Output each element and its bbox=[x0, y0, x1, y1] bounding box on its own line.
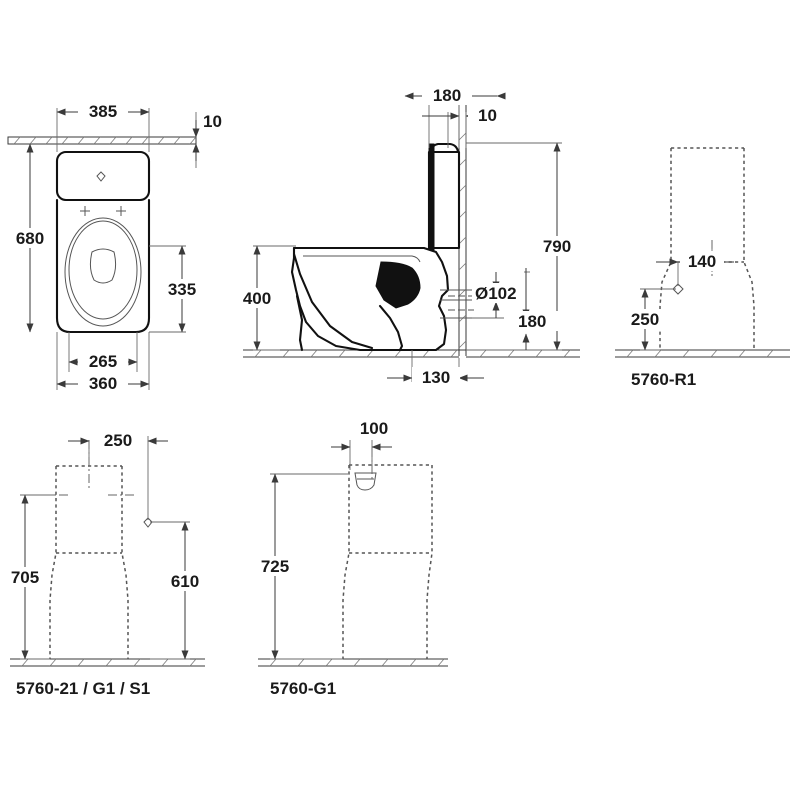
dim-label-r1-inlet-height: 250 bbox=[631, 310, 659, 329]
dim-r1-140: 140 bbox=[656, 251, 734, 271]
dim-r1-250: 250 bbox=[620, 288, 670, 351]
view-plan: 385 10 680 335 265 3 bbox=[5, 101, 222, 393]
dim-side-180-outlet: 180 bbox=[512, 268, 562, 350]
dim-plan-385: 385 bbox=[56, 101, 150, 121]
s1-outline-left bbox=[49, 466, 57, 659]
plan-cistern-outline bbox=[55, 150, 151, 202]
r1-inlet-fitting bbox=[672, 283, 684, 295]
g1-outline-left bbox=[342, 465, 350, 659]
side-bowl-inner-contour bbox=[292, 252, 374, 350]
dim-label-s1-inlet-height: 610 bbox=[171, 572, 199, 591]
dim-label-side-seat-height: 400 bbox=[243, 289, 271, 308]
dim-label-side-outlet-diameter: Ø102 bbox=[475, 284, 517, 303]
side-rim-inner bbox=[303, 255, 421, 263]
dim-label-side-outlet-offset: 130 bbox=[422, 368, 450, 387]
plan-cistern-fitting bbox=[96, 171, 106, 182]
side-cistern-back-wall bbox=[428, 143, 435, 251]
plan-hinge-marks bbox=[80, 206, 126, 216]
dim-plan-680: 680 bbox=[5, 143, 55, 333]
dim-label-s1-inlet-offset: 250 bbox=[104, 431, 132, 450]
dim-plan-265: 265 bbox=[68, 351, 138, 371]
model-label-21-g1-s1: 5760-21 / G1 / S1 bbox=[16, 679, 150, 698]
dim-label-plan-length-total: 680 bbox=[16, 229, 44, 248]
dim-label-plan-wall-gap: 10 bbox=[203, 112, 222, 131]
dim-side-10: 10 bbox=[422, 105, 502, 125]
dim-label-plan-width-tank: 385 bbox=[89, 102, 117, 121]
dim-label-plan-bowl-width: 265 bbox=[89, 352, 117, 371]
dim-g1-725: 725 bbox=[250, 473, 300, 660]
model-label-g1: 5760-G1 bbox=[270, 679, 336, 698]
dim-g1-100: 100 bbox=[331, 418, 398, 451]
dim-label-g1-total-height: 725 bbox=[261, 557, 289, 576]
view-front-g1: 100 725 5760-G1 bbox=[250, 418, 448, 698]
dim-label-side-total-height: 790 bbox=[543, 237, 571, 256]
side-outlet-lines bbox=[440, 289, 474, 319]
plan-bowl-opening bbox=[89, 248, 117, 284]
dim-s1-250: 250 bbox=[68, 430, 168, 450]
view-front-r1: 140 250 5760-R1 bbox=[615, 147, 790, 389]
dim-side-d102: Ø102 bbox=[472, 272, 536, 318]
dim-side-400: 400 bbox=[232, 245, 282, 351]
s1-inlet-fitting bbox=[143, 517, 153, 528]
dim-plan-360: 360 bbox=[56, 373, 150, 393]
dim-s1-610: 610 bbox=[160, 521, 210, 660]
dim-label-plan-base-width: 360 bbox=[89, 374, 117, 393]
g1-outline-right bbox=[426, 465, 433, 659]
model-label-r1: 5760-R1 bbox=[631, 370, 696, 389]
dim-plan-335: 335 bbox=[157, 245, 207, 333]
dim-label-side-tank-depth: 180 bbox=[433, 86, 461, 105]
dim-side-130: 130 bbox=[387, 367, 484, 387]
g1-flush-button-icon bbox=[354, 472, 377, 491]
dim-label-s1-total-height: 705 bbox=[11, 568, 39, 587]
s1-outline-right bbox=[121, 466, 129, 659]
dim-s1-705: 705 bbox=[0, 494, 50, 660]
dim-label-r1-inlet-offset: 140 bbox=[688, 252, 716, 271]
dim-label-plan-bowl-length: 335 bbox=[168, 280, 196, 299]
plan-seat-inner bbox=[68, 220, 138, 320]
dim-label-side-outlet-height: 180 bbox=[518, 312, 546, 331]
side-trap-section bbox=[375, 261, 421, 309]
r1-outline-right bbox=[743, 148, 755, 350]
side-bowl-foot-left bbox=[295, 294, 304, 352]
plan-seat-outer bbox=[64, 217, 142, 327]
view-side-section: 180 10 400 790 Ø102 bbox=[232, 85, 582, 387]
plan-bowl-body bbox=[55, 198, 151, 334]
g1-extension-lines bbox=[270, 440, 373, 660]
dim-label-side-wall-offset: 10 bbox=[478, 106, 497, 125]
dim-plan-10: 10 bbox=[192, 112, 222, 161]
wall-strip-plan bbox=[7, 136, 197, 145]
dim-side-180-top: 180 bbox=[404, 85, 506, 105]
dim-label-g1-inlet-offset: 100 bbox=[360, 419, 388, 438]
view-front-21-g1-s1: 250 705 610 5760-21 / G1 / S1 bbox=[0, 430, 210, 698]
side-bowl-foot-right bbox=[378, 304, 404, 352]
